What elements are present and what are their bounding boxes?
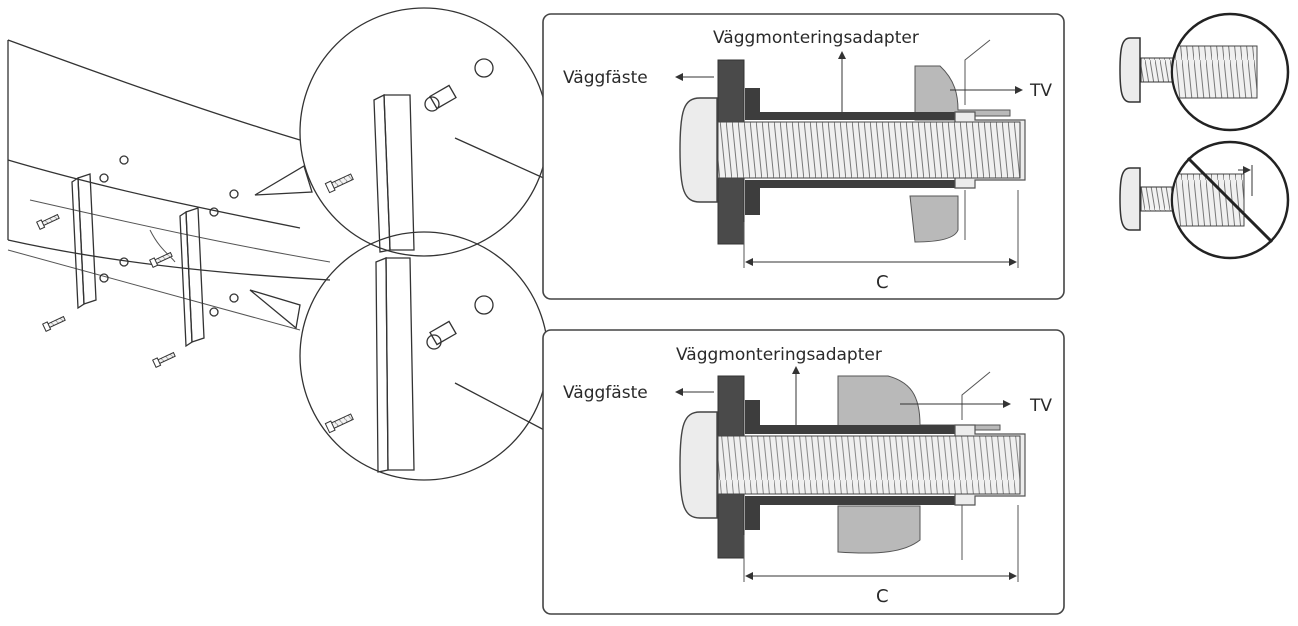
tv-back-illustration: [7, 39, 331, 368]
wall-bracket-left: [71, 173, 97, 310]
adapter-label: Väggmonteringsadapter: [713, 28, 919, 48]
wall-mount-adapter: [745, 400, 955, 434]
detail-panel-bottom: Väggfäste Väggmonteringsadapter TV C: [542, 329, 1065, 615]
tv-label: TV: [1029, 81, 1052, 101]
bracket-label: Väggfäste: [563, 383, 648, 403]
zoom-circle-bottom: [249, 231, 549, 481]
dimension-c-label: C: [876, 272, 889, 293]
adapter-label: Väggmonteringsadapter: [676, 345, 882, 365]
screw: [679, 411, 1021, 519]
detail-panel-top: Väggfäste Väggmonteringsadapter TV C: [542, 13, 1065, 300]
bracket-label: Väggfäste: [563, 68, 648, 88]
screw-incorrect-icon: [1119, 140, 1290, 260]
tv-label: TV: [1029, 396, 1052, 416]
zoom-circle-top: [254, 7, 549, 257]
wall-bracket-right: [179, 207, 205, 348]
screw-correct-icon: [1119, 12, 1290, 132]
dimension-c-label: C: [876, 586, 889, 607]
screw: [679, 97, 1021, 203]
wall-mount-adapter: [745, 88, 955, 120]
screws-small: [36, 155, 239, 368]
